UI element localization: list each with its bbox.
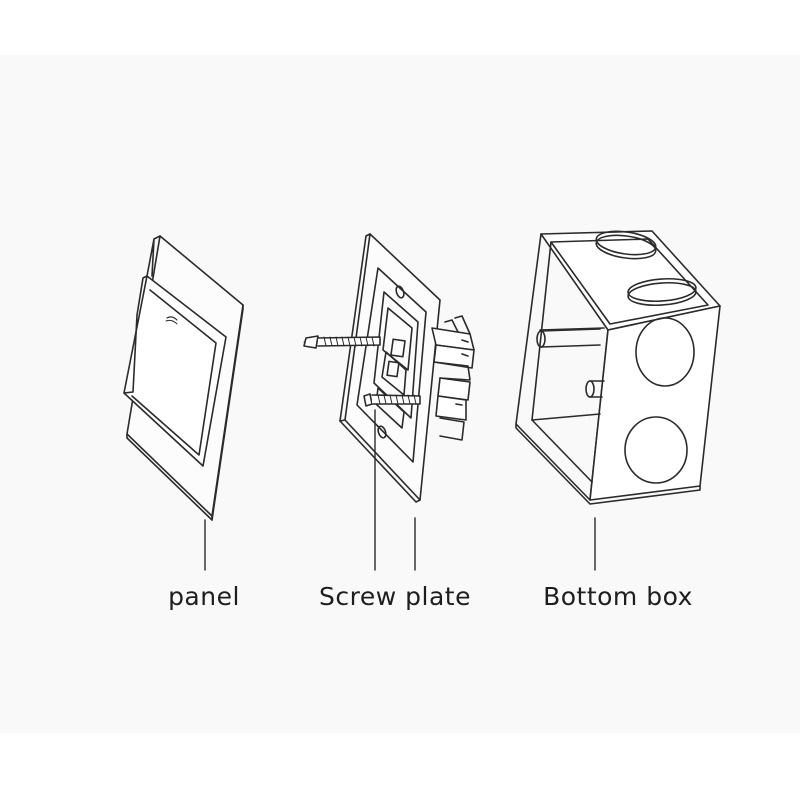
screw-plate-drawing <box>303 233 475 503</box>
panel-label: panel <box>168 582 240 611</box>
bottom-box-drawing <box>515 230 721 505</box>
bottom-box-label: Bottom box <box>543 582 693 611</box>
screw-icon <box>303 335 381 349</box>
screw-plate-label: Screw plate <box>319 582 471 611</box>
screw-icon <box>363 393 421 407</box>
switch-panel-drawing <box>123 235 244 521</box>
leader-lines <box>204 409 596 571</box>
